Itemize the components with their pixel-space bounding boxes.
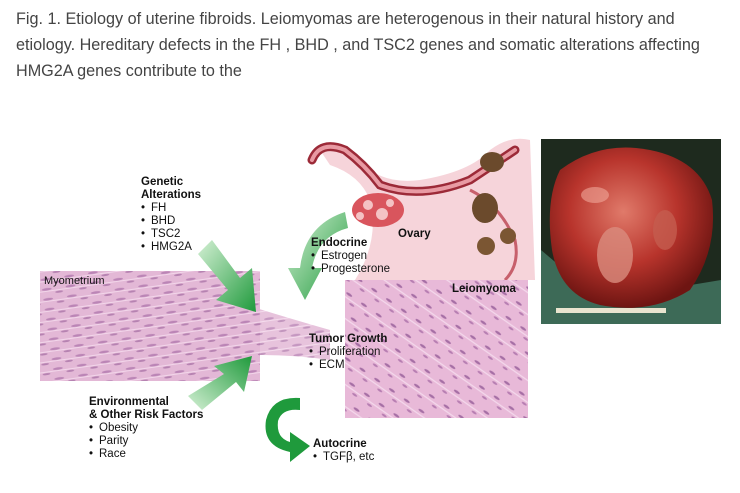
tumor-growth-label: Tumor Growth Proliferation ECM bbox=[309, 333, 387, 372]
list-item: HMG2A bbox=[141, 241, 201, 254]
autocrine-label: Autocrine TGFβ, etc bbox=[313, 438, 374, 464]
list-item: Estrogen bbox=[311, 250, 390, 263]
list-item: TGFβ, etc bbox=[313, 451, 374, 464]
endocrine-list: Estrogen Progesterone bbox=[311, 250, 390, 276]
autocrine-circular-arrow bbox=[265, 397, 310, 462]
genetic-list: FH BHD TSC2 HMG2A bbox=[141, 202, 201, 254]
list-item: TSC2 bbox=[141, 228, 201, 241]
list-item: ECM bbox=[309, 359, 387, 372]
environmental-title-2: & Other Risk Factors bbox=[89, 409, 204, 421]
list-item: Race bbox=[89, 448, 203, 461]
list-item: Progesterone bbox=[311, 263, 390, 276]
list-item: BHD bbox=[141, 215, 201, 228]
list-item: Proliferation bbox=[309, 346, 387, 359]
autocrine-list: TGFβ, etc bbox=[313, 451, 374, 464]
endocrine-title: Endocrine bbox=[311, 237, 368, 249]
ovary-label: Ovary bbox=[398, 228, 431, 241]
list-item: Parity bbox=[89, 435, 203, 448]
tumor-growth-list: Proliferation ECM bbox=[309, 346, 387, 372]
environmental-list: Obesity Parity Race bbox=[89, 422, 203, 461]
genetic-title-1: Genetic bbox=[141, 176, 184, 188]
environmental-title-1: Environmental bbox=[89, 396, 169, 408]
genetic-arrow bbox=[198, 240, 256, 312]
autocrine-title: Autocrine bbox=[313, 438, 367, 450]
ovary-text: Ovary bbox=[398, 228, 431, 240]
environmental-label: Environmental & Other Risk Factors Obesi… bbox=[89, 396, 203, 461]
myometrium-tissue bbox=[40, 271, 330, 381]
endocrine-arrow bbox=[288, 212, 348, 300]
leiomyoma-text: Leiomyoma bbox=[452, 283, 516, 295]
myometrium-label: Myometrium bbox=[44, 275, 105, 287]
list-item: Obesity bbox=[89, 422, 203, 435]
uterus-illustration bbox=[307, 138, 535, 282]
genetic-alterations-label: Genetic Alterations FH BHD TSC2 HMG2A bbox=[141, 176, 201, 254]
fibroid-photo bbox=[541, 139, 721, 324]
tumor-growth-title: Tumor Growth bbox=[309, 333, 388, 345]
genetic-title-2: Alterations bbox=[141, 189, 202, 201]
leiomyoma-label: Leiomyoma bbox=[452, 283, 516, 296]
figure-caption: Fig. 1. Etiology of uterine fibroids. Le… bbox=[16, 10, 700, 80]
endocrine-label: Endocrine Estrogen Progesterone bbox=[311, 237, 390, 276]
environmental-arrow bbox=[188, 356, 252, 410]
list-item: FH bbox=[141, 202, 201, 215]
